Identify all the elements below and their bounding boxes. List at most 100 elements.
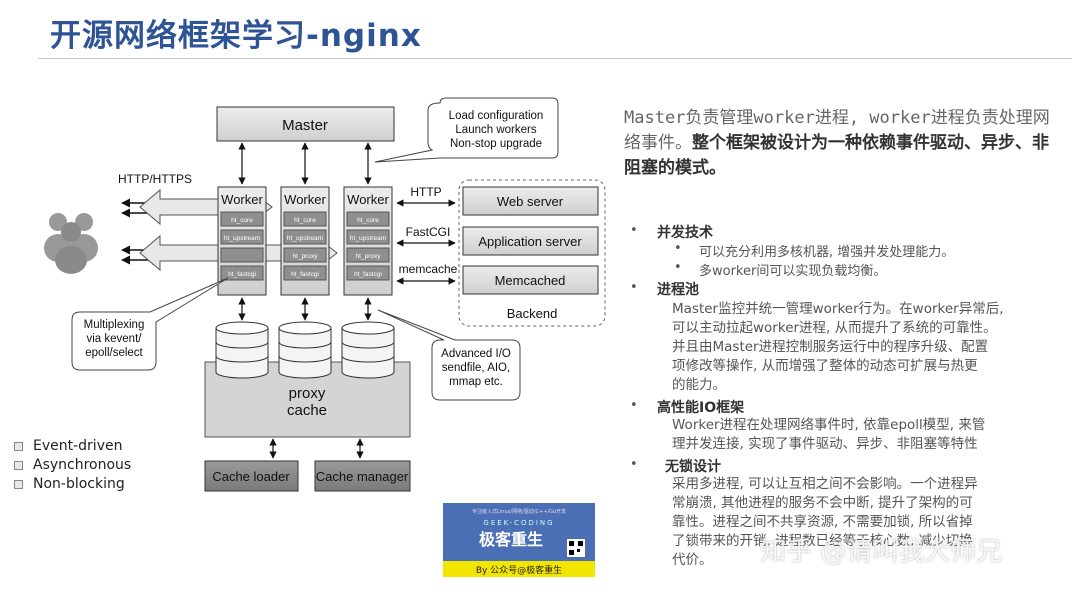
double-arrow-top xyxy=(139,188,273,226)
worker-module-box xyxy=(220,211,264,227)
callout-master-line3: Non-stop upgrade xyxy=(450,138,542,150)
callout-master-line1: Load configuration xyxy=(449,110,544,122)
svg-text:Cache loader: Cache loader xyxy=(212,469,290,484)
worker-box-1: Worker ht_core ht_upstream ht_fastcgi xyxy=(217,186,267,296)
svg-text:Memcached: Memcached xyxy=(495,273,566,288)
worker-label: Worker xyxy=(221,192,263,207)
worker-module-box xyxy=(220,265,264,281)
master-callout: Load configuration Launch workers Non-st… xyxy=(374,97,559,163)
badge-brand-en: GEEK-CODING xyxy=(483,519,554,527)
legend-label: Non-blocking xyxy=(33,476,125,492)
svg-text:Multiplexing: Multiplexing xyxy=(84,319,145,331)
worker-module-label: ht_core xyxy=(231,217,253,224)
advanced-io-callout: Advanced I/O sendfile, AIO, mmap etc. xyxy=(377,309,521,401)
intro-bold: 整个框架被设计为一种依赖事件驱动、异步、非阻塞的模式。 xyxy=(624,133,1049,178)
svg-text:Cache manager: Cache manager xyxy=(316,469,409,484)
backend-label: Backend xyxy=(507,306,558,321)
svg-text:Advanced I/O: Advanced I/O xyxy=(441,348,511,360)
worker-module-label: ht_upstream xyxy=(350,235,386,242)
section-text-line: 并且由Master进程控制服务运行中的程序升级、配置 xyxy=(672,339,989,355)
section-title: 进程池 xyxy=(657,282,699,298)
cache-manager-box: Cache manager xyxy=(314,460,411,492)
worker-module-label: ht_fastcgi xyxy=(291,271,319,278)
http-https-label: HTTP/HTTPS xyxy=(118,172,192,186)
backend-application-server: Application server xyxy=(462,226,599,256)
protocol-memcache-label: memcache xyxy=(399,262,458,276)
disk-cylinder-2 xyxy=(278,321,332,379)
disk-cylinders xyxy=(215,321,395,379)
multiplexing-callout: Multiplexing via kevent/ epoll/select xyxy=(71,277,229,371)
section-title: 无锁设计 xyxy=(665,459,721,475)
watermark: 知乎 @请叫我大师兄 xyxy=(760,537,1003,567)
intro-plain: Master负责管理worker进程, worker进程负责处理网络事件。 xyxy=(624,108,1050,153)
legend-item-asynchronous: Asynchronous xyxy=(14,457,131,473)
backend-container xyxy=(458,179,606,327)
worker-module-box xyxy=(346,265,390,281)
worker-module-label: ht_proxy xyxy=(293,253,319,260)
section-text-line: 项修改等操作, 从而增强了整体的动态可扩展与热更 xyxy=(672,358,978,374)
backend-web-server: Web server xyxy=(462,186,599,216)
legend-square-icon xyxy=(14,460,23,470)
section-text-line: 理并发连接, 实现了事件驱动、异步、非阻塞等特性 xyxy=(672,436,978,452)
proxy-cache-label-1: proxy xyxy=(289,385,326,402)
sub-bullet-text: 可以充分利用多核机器, 增强并发处理能力。 xyxy=(699,245,955,260)
protocol-fastcgi-label: FastCGI xyxy=(406,225,451,239)
legend-label: Asynchronous xyxy=(33,457,132,473)
disk-cylinder-1 xyxy=(215,321,269,379)
badge-footer: By 公众号@极客重生 xyxy=(476,564,562,576)
worker-module-label: ht_upstream xyxy=(224,235,260,242)
legend-item-non-blocking: Non-blocking xyxy=(14,476,125,492)
section-text-line: Master监控并统一管理worker行为。在worker异常后, xyxy=(672,301,1004,317)
section-text-line: 靠性。进程之间不共享资源, 不需要加锁, 所以省掉 xyxy=(672,514,973,530)
section-text-line: 的能力。 xyxy=(672,377,726,393)
workers-group: Workerht_coreht_upstreamht_fastcgiWorker… xyxy=(217,186,393,296)
users-icon xyxy=(44,213,98,274)
master-box: Master xyxy=(216,106,395,142)
geek-coding-badge: 专注嵌入式Linux/网络/驱动/C++/Go开发 GEEK-CODING 极客… xyxy=(443,503,595,577)
section-title: 高性能IO框架 xyxy=(657,400,745,416)
callout-master-line2: Launch workers xyxy=(455,124,536,136)
legend-square-icon xyxy=(14,441,23,451)
section-bullet-icon: • xyxy=(630,457,638,472)
worker-module-label: ht_fastcgi xyxy=(228,271,256,278)
worker-module-label: ht_core xyxy=(357,217,379,224)
section-bullet-icon: • xyxy=(630,398,638,413)
section-title: 并发技术 xyxy=(657,225,713,241)
master-label: Master xyxy=(282,117,328,134)
worker-module-label: ht_upstream xyxy=(287,235,323,242)
title-divider xyxy=(38,58,1072,59)
sub-bullet-text: 多worker间可以实现负载均衡。 xyxy=(699,264,887,279)
worker-module-box xyxy=(283,247,327,263)
protocol-arrows xyxy=(396,199,456,285)
svg-text:mmap etc.: mmap etc. xyxy=(449,376,503,388)
worker-module-box xyxy=(346,247,390,263)
description-panel: Master负责管理worker进程, worker进程负责处理网络事件。整个框… xyxy=(624,106,1064,181)
worker-module-box xyxy=(346,229,390,245)
worker-module-label: ht_fastcgi xyxy=(354,271,382,278)
worker-module-label: ht_core xyxy=(294,217,316,224)
legend-label: Event-driven xyxy=(33,438,123,454)
section-text-line: 了锁带来的开销, 进程数已经等于核心数, 减少切换 xyxy=(672,533,973,549)
worker-module-box xyxy=(220,247,264,263)
svg-text:Web server: Web server xyxy=(497,194,564,209)
worker-module-box xyxy=(283,265,327,281)
section-text-line: 常崩溃, 其他进程的服务不会中断, 提升了架构的可 xyxy=(672,495,973,511)
badge-top-text: 专注嵌入式Linux/网络/驱动/C++/Go开发 xyxy=(472,508,566,515)
section-bullet-icon: • xyxy=(630,223,638,238)
cache-loader-box: Cache loader xyxy=(204,460,299,492)
legend-item-event-driven: Event-driven xyxy=(14,438,122,454)
svg-text:sendfile, AIO,: sendfile, AIO, xyxy=(442,362,510,374)
sub-bullet-icon: • xyxy=(674,241,682,256)
worker-module-box xyxy=(220,229,264,245)
badge-brand-cn: 极客重生 xyxy=(479,530,543,549)
page-title: 开源网络框架学习-nginx xyxy=(50,18,422,54)
proxy-cache-label-2: cache xyxy=(287,402,327,419)
section-text-line: 可以主动拉起worker进程, 从而提升了系统的可靠性。 xyxy=(672,320,997,336)
worker-module-box xyxy=(283,211,327,227)
svg-text:via kevent/: via kevent/ xyxy=(87,333,143,345)
section-text-line: 代价。 xyxy=(672,552,713,568)
worker-box-2: Workerht_coreht_upstreamht_proxyht_fastc… xyxy=(280,186,330,296)
worker-box-3: Workerht_coreht_upstreamht_proxyht_fastc… xyxy=(343,186,393,296)
worker-label: Worker xyxy=(347,192,389,207)
worker-module-box xyxy=(283,229,327,245)
